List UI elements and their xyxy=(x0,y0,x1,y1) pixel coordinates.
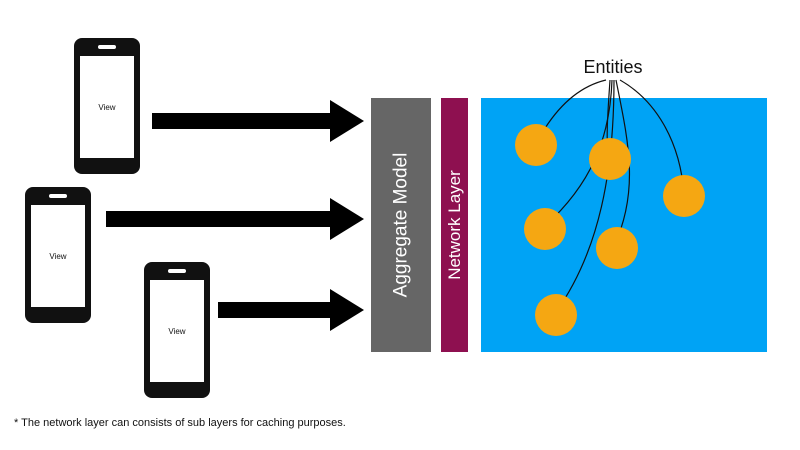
speaker-icon xyxy=(98,45,116,49)
speaker-icon xyxy=(168,269,186,273)
entity-pointer-lines xyxy=(537,79,685,313)
arrow-right-icon xyxy=(152,100,364,142)
view-label: View xyxy=(49,251,67,261)
pointer-line xyxy=(555,79,615,313)
phone-screen: View xyxy=(80,56,134,158)
entity-circle xyxy=(524,208,566,250)
view-label: View xyxy=(168,326,186,336)
phone-screen: View xyxy=(150,280,204,382)
entity-circles xyxy=(515,124,705,336)
footnote: * The network layer can consists of sub … xyxy=(14,417,346,429)
entity-circle xyxy=(589,138,631,180)
phone-view-3: View xyxy=(144,262,210,398)
view-label: View xyxy=(98,102,116,112)
entity-circle xyxy=(515,124,557,166)
network-layer: Network Layer xyxy=(441,98,468,352)
aggregate-model-layer: Aggregate Model xyxy=(371,98,431,352)
phone-screen: View xyxy=(31,205,85,307)
arrow-right-icon xyxy=(218,289,364,331)
entities-title: Entities xyxy=(583,57,643,77)
phone-view-2: View xyxy=(25,187,91,323)
entity-circle xyxy=(663,175,705,217)
phone-view-1: View xyxy=(74,38,140,174)
entity-circle xyxy=(535,294,577,336)
entity-circle xyxy=(596,227,638,269)
speaker-icon xyxy=(49,194,67,198)
arrow-right-icon xyxy=(106,198,364,240)
